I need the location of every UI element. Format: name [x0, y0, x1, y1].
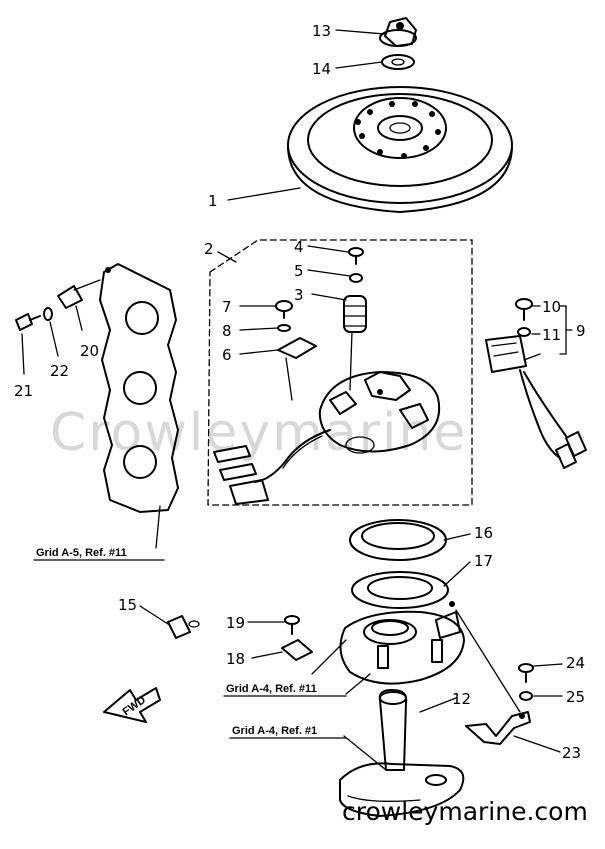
screw-21-part: [15, 313, 41, 331]
callout-16: 16: [474, 524, 493, 542]
clamp-15-part: [167, 615, 200, 639]
callout-25: 25: [566, 688, 585, 706]
link-23-part: [465, 711, 531, 745]
stator-assembly-box: [207, 239, 473, 506]
screw-10-part: [515, 298, 533, 321]
callout-13: 13: [312, 22, 331, 40]
cdi-unit-part: [485, 335, 587, 469]
screw-19-part: [284, 615, 300, 635]
callout-3: 3: [294, 286, 304, 304]
callout-2: 2: [204, 240, 214, 258]
callout-22: 22: [50, 362, 69, 380]
base-plate-part: [339, 601, 465, 685]
callout-9: 9: [576, 322, 586, 340]
wire-harness-part: [213, 429, 331, 505]
callout-15: 15: [118, 596, 137, 614]
callout-1: 1: [208, 192, 218, 210]
flywheel-nut-part: [379, 17, 417, 47]
fwd-arrow-icon: FWD: [103, 687, 161, 723]
washer-11-part: [517, 327, 531, 337]
site-url: crowleymarine.com: [342, 797, 588, 826]
clip-20-part: [57, 279, 101, 309]
bracket-6-part: [277, 337, 317, 401]
grid-ref-a4-1: Grid A-4, Ref. #1: [232, 725, 317, 737]
callout-24: 24: [566, 654, 585, 672]
ring-17-part: [351, 571, 449, 609]
washer-22-part: [43, 307, 53, 321]
callout-8: 8: [222, 322, 232, 340]
callout-20: 20: [80, 342, 99, 360]
callout-17: 17: [474, 552, 493, 570]
fwd-label: FWD: [121, 694, 148, 718]
charge-coil-part: [343, 295, 367, 391]
callout-23: 23: [562, 744, 581, 762]
washer-small-part: [349, 273, 363, 283]
callout-21: 21: [14, 382, 33, 400]
washer-25-part: [519, 691, 533, 701]
plate-18-part: [281, 639, 313, 661]
shaft-12-part: [339, 689, 465, 817]
screw-24-part: [518, 663, 534, 683]
callout-18: 18: [226, 650, 245, 668]
leader-lines: [21, 29, 573, 771]
callout-19: 19: [226, 614, 245, 632]
screw-part: [348, 247, 364, 265]
watermark: Crowleymarine: [50, 403, 467, 463]
manifold-part: [99, 263, 179, 513]
callout-11: 11: [542, 326, 561, 344]
callout-5: 5: [294, 262, 304, 280]
grid-references: Grid A-5, Ref. #11 Grid A-4, Ref. #11 Gr…: [33, 547, 347, 739]
callout-10: 10: [542, 298, 561, 316]
washer-8-part: [277, 324, 291, 332]
screw-7-part: [275, 300, 293, 319]
callout-7: 7: [222, 298, 232, 316]
callout-6: 6: [222, 346, 232, 364]
callout-4: 4: [294, 238, 304, 256]
flywheel-part: [287, 86, 513, 213]
stator-base-part: [318, 371, 441, 454]
callout-numbers: 1 2 3 4 5 6 7 8 9 10 11 12 13 14 15 16 1…: [14, 22, 586, 762]
washer-part: [381, 54, 415, 70]
grid-ref-a5-11: Grid A-5, Ref. #11: [36, 547, 127, 559]
ring-16-part: [349, 519, 447, 561]
callout-12: 12: [452, 690, 471, 708]
grid-ref-a4-11: Grid A-4, Ref. #11: [226, 683, 317, 695]
callout-14: 14: [312, 60, 331, 78]
